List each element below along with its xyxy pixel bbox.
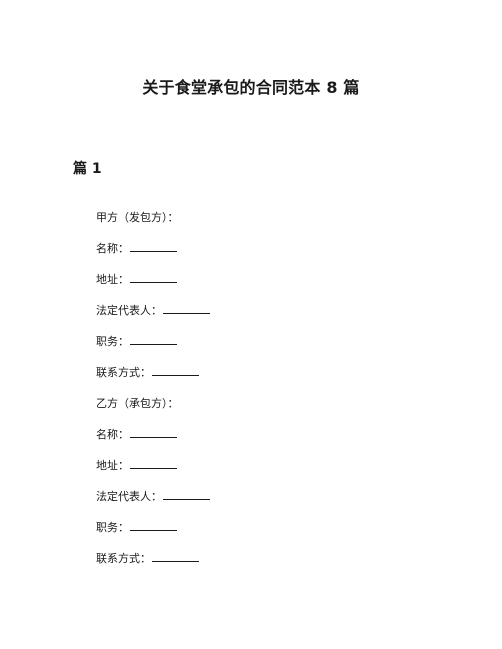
field-line: 地址： xyxy=(96,457,210,488)
field-label: 地址： xyxy=(96,459,129,472)
fill-in-blank xyxy=(163,488,210,500)
field-line: 职务： xyxy=(96,519,210,550)
fill-in-blank xyxy=(152,364,199,376)
field-line: 联系方式： xyxy=(96,550,210,581)
field-label: 法定代表人： xyxy=(96,304,162,317)
field-label: 名称： xyxy=(96,242,129,255)
document-title: 关于食堂承包的合同范本 8 篇 xyxy=(142,78,360,97)
section-heading: 篇 1 xyxy=(73,161,102,177)
field-line: 职务： xyxy=(96,333,210,364)
field-line: 地址： xyxy=(96,271,210,302)
fill-in-blank xyxy=(130,333,177,345)
field-label: 联系方式： xyxy=(96,552,151,565)
fill-in-blank xyxy=(130,271,177,283)
fill-in-blank xyxy=(130,240,177,252)
field-line: 法定代表人： xyxy=(96,302,210,333)
fill-in-blank xyxy=(130,426,177,438)
field-label: 名称： xyxy=(96,428,129,441)
fill-in-blank xyxy=(152,550,199,562)
fill-in-blank xyxy=(130,519,177,531)
field-line: 名称： xyxy=(96,240,210,271)
fill-in-blank xyxy=(130,457,177,469)
field-label: 甲方（发包方）： xyxy=(96,211,179,224)
field-label: 职务： xyxy=(96,335,129,348)
field-label: 职务： xyxy=(96,521,129,534)
field-line: 法定代表人： xyxy=(96,488,210,519)
fill-in-blank xyxy=(163,302,210,314)
contract-party-fields: 甲方（发包方）： 名称： 地址： 法定代表人： 职务： 联系方式： 乙方（承包方… xyxy=(96,209,210,581)
field-label: 地址： xyxy=(96,273,129,286)
field-line: 甲方（发包方）： xyxy=(96,209,210,240)
field-label: 联系方式： xyxy=(96,366,151,379)
field-line: 名称： xyxy=(96,426,210,457)
field-label: 法定代表人： xyxy=(96,490,162,503)
field-label: 乙方（承包方）： xyxy=(96,397,179,410)
field-line: 乙方（承包方）： xyxy=(96,395,210,426)
field-line: 联系方式： xyxy=(96,364,210,395)
